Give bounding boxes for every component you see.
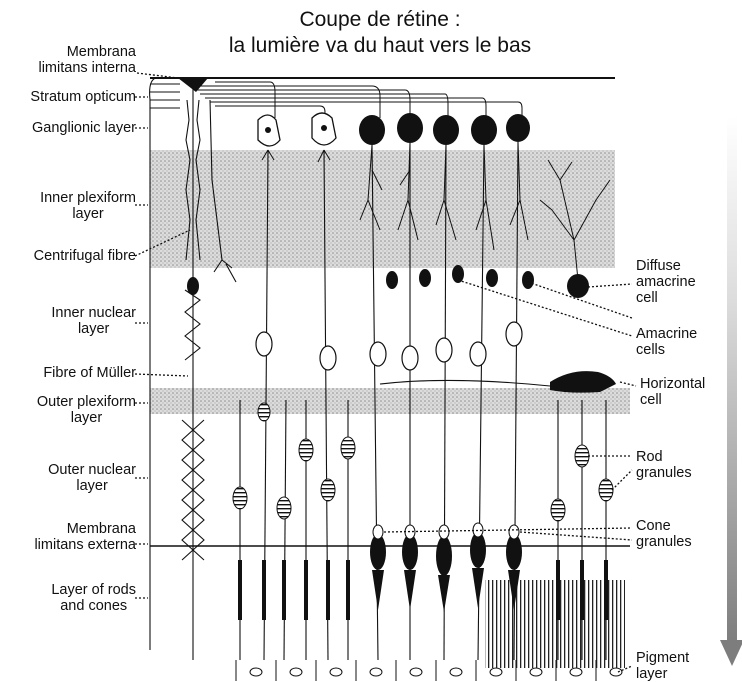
ganglion-cells-solid bbox=[359, 113, 530, 145]
label-rod-granules: Rod granules bbox=[636, 449, 692, 481]
diagram-title-line2: la lumière va du haut vers le bas bbox=[200, 34, 560, 58]
label-membrana-limitans-interna: Membrana limitans interna bbox=[38, 44, 136, 76]
label-horizontal-cell: Horizontal cell bbox=[640, 376, 705, 408]
rod-granules bbox=[233, 403, 613, 521]
label-pigment-layer: Pigment layer bbox=[636, 650, 689, 682]
inner-plexiform-band bbox=[150, 150, 615, 268]
diagram-title-line1: Coupe de rétine : bbox=[200, 8, 560, 32]
label-stratum-opticum: Stratum opticum bbox=[30, 89, 136, 105]
label-outer-plexiform-layer: Outer plexiform layer bbox=[37, 394, 136, 426]
label-centrifugal-fibre: Centrifugal fibre bbox=[34, 248, 136, 264]
label-inner-plexiform-layer: Inner plexiform layer bbox=[40, 190, 136, 222]
cone-granules-nuclei bbox=[373, 523, 519, 539]
label-amacrine-cells: Amacrine cells bbox=[636, 326, 697, 358]
down-arrow-icon bbox=[720, 116, 742, 666]
label-membrana-limitans-externa: Membrana limitans externa bbox=[34, 521, 136, 553]
optic-fibres bbox=[150, 82, 522, 118]
label-layer-of-rods-and-cones: Layer of rods and cones bbox=[51, 582, 136, 614]
label-fibre-of-muller: Fibre of Müller bbox=[43, 365, 136, 381]
label-diffuse-amacrine-cell: Diffuse amacrine cell bbox=[636, 258, 696, 306]
label-inner-nuclear-layer: Inner nuclear layer bbox=[51, 305, 136, 337]
label-ganglionic-layer: Ganglionic layer bbox=[32, 120, 136, 136]
label-outer-nuclear-layer: Outer nuclear layer bbox=[48, 462, 136, 494]
label-cone-granules: Cone granules bbox=[636, 518, 692, 550]
